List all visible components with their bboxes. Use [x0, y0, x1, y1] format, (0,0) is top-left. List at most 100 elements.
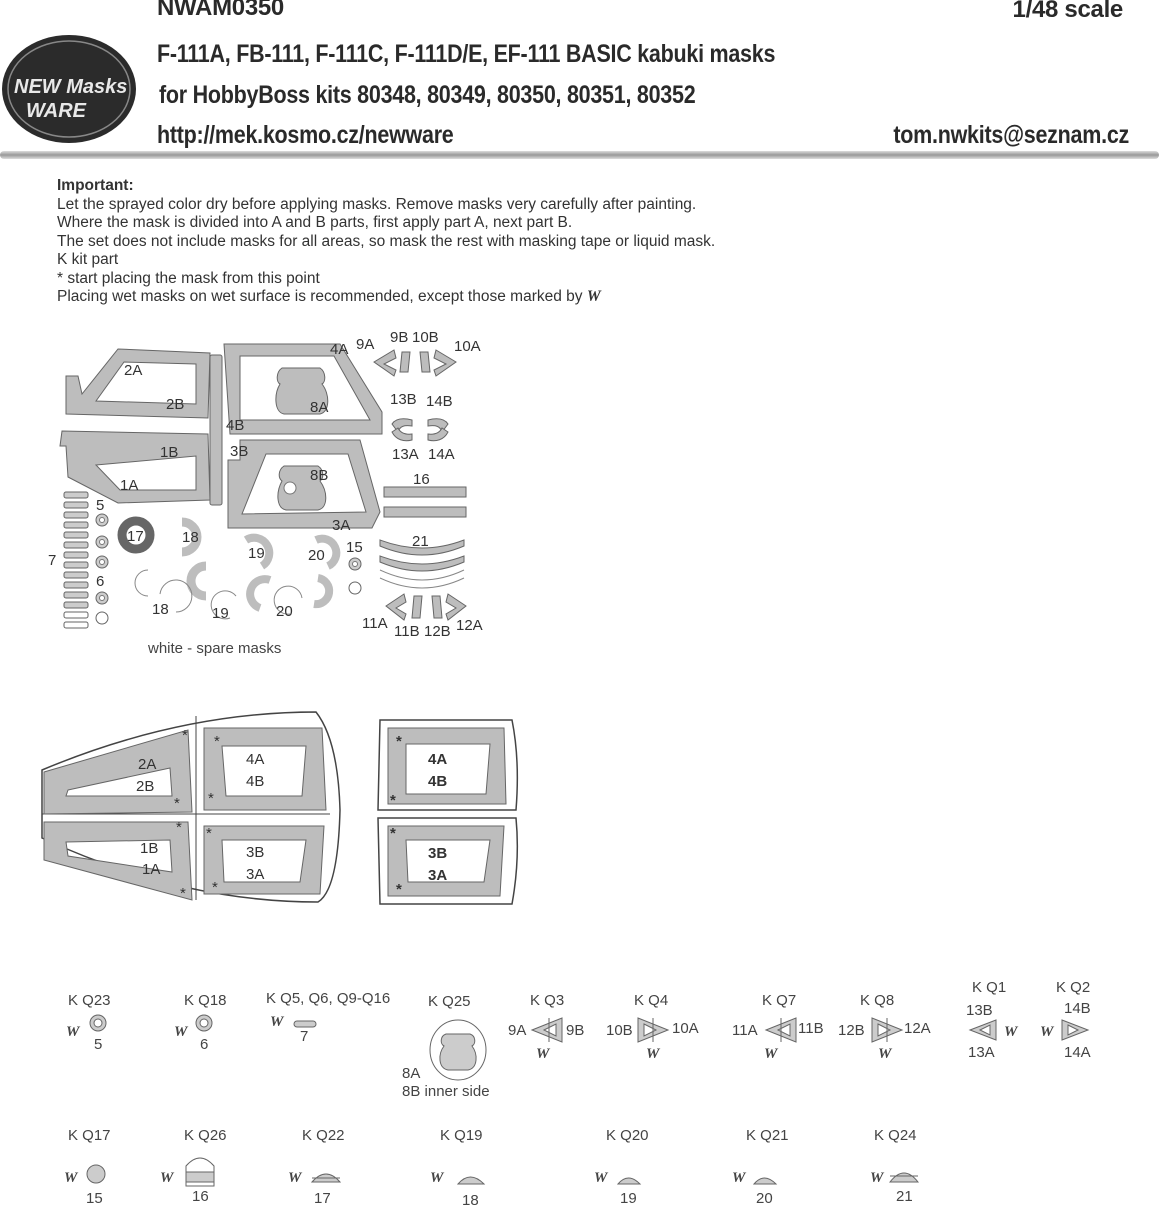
mask-9b — [399, 351, 411, 373]
mask-2-frame — [65, 348, 211, 419]
svg-text:2A: 2A — [124, 362, 142, 379]
product-code: NWAM0350 — [157, 0, 284, 21]
mask-8b — [277, 465, 327, 511]
mask-12b — [431, 595, 443, 619]
mask-21-b — [379, 555, 465, 572]
notes-heading: Important: — [57, 177, 134, 194]
svg-text:1B: 1B — [160, 444, 178, 461]
kit-part-label: K Q2 — [1056, 979, 1091, 996]
scale-label: 1/48 scale — [1012, 0, 1124, 23]
note-line: The set does not include masks for all a… — [57, 232, 716, 250]
kit-part-label: K Q8 — [860, 992, 895, 1009]
mask-11a — [385, 593, 407, 621]
kit-part-label: K Q25 — [428, 993, 471, 1010]
svg-text:10B: 10B — [412, 329, 439, 346]
svg-text:20: 20 — [276, 603, 293, 620]
svg-text:5: 5 — [96, 497, 104, 514]
mask-14a — [427, 427, 449, 442]
w-symbol-icon: W — [870, 1170, 884, 1186]
newware-logo: NEW Masks WARE — [2, 35, 136, 143]
kit-part-label: K Q3 — [530, 992, 565, 1009]
mask-18-ring — [181, 517, 202, 557]
svg-text:6: 6 — [96, 573, 104, 590]
svg-text:4B: 4B — [428, 773, 447, 790]
w-symbol-icon: W — [1040, 1024, 1054, 1040]
title-line-1: F-111A, FB-111, F-111C, F-111D/E, EF-111… — [157, 40, 776, 68]
mask-number: 11B — [798, 1020, 824, 1037]
svg-text:9A: 9A — [356, 336, 374, 353]
svg-text:3A: 3A — [246, 866, 264, 883]
w-symbol-icon: W — [288, 1170, 302, 1186]
contact-email[interactable]: tom.nwkits@seznam.cz — [893, 121, 1129, 149]
svg-text:3B: 3B — [428, 845, 447, 862]
mask-8a — [275, 367, 329, 415]
svg-text:2A: 2A — [138, 756, 156, 773]
website-url[interactable]: http://mek.kosmo.cz/newware — [157, 121, 454, 149]
svg-text:*: * — [206, 825, 212, 842]
mask-number: 20 — [756, 1190, 773, 1207]
svg-text:*: * — [208, 790, 214, 807]
svg-text:3B: 3B — [246, 844, 264, 861]
mask-number: 13A — [968, 1044, 995, 1061]
svg-text:*: * — [212, 879, 218, 896]
mask-number: 5 — [94, 1036, 103, 1053]
note-line: Placing wet masks on wet surface is reco… — [57, 288, 601, 305]
mask-12a — [445, 593, 467, 621]
mask-3-frame — [227, 439, 381, 529]
mask-strip — [209, 354, 223, 506]
svg-text:21: 21 — [412, 533, 429, 550]
svg-text:4B: 4B — [226, 417, 244, 434]
svg-text:7: 7 — [48, 552, 56, 569]
mask-16-b — [383, 506, 467, 518]
mask-number: 12B — [838, 1022, 865, 1039]
svg-text:12B: 12B — [424, 623, 451, 640]
kit-part-label: K Q17 — [68, 1127, 111, 1144]
kit-part-label: K Q22 — [302, 1127, 345, 1144]
note-line: K kit part — [57, 251, 119, 268]
mask-9a — [373, 349, 397, 377]
svg-text:12A: 12A — [456, 617, 483, 634]
title-line-2: for HobbyBoss kits 80348, 80349, 80350, … — [159, 81, 696, 109]
mask-number: 15 — [86, 1190, 103, 1207]
mask-number: 13B — [966, 1002, 993, 1019]
mask-17-ring — [117, 516, 155, 554]
svg-text:*: * — [214, 733, 220, 750]
mask-19b-ring — [246, 575, 272, 612]
svg-text:*: * — [174, 795, 180, 812]
mask-4-frame — [223, 343, 383, 435]
svg-text:19: 19 — [212, 605, 229, 622]
mask-19-ring — [243, 533, 274, 570]
w-symbol-icon: W — [430, 1170, 444, 1186]
svg-text:18: 18 — [182, 529, 199, 546]
kit-part-label: K Q4 — [634, 992, 669, 1009]
svg-text:2B: 2B — [166, 396, 184, 413]
kit-part-label: K Q24 — [874, 1127, 917, 1144]
svg-text:*: * — [180, 885, 186, 902]
svg-text:*: * — [390, 825, 396, 842]
w-symbol-icon: W — [160, 1170, 174, 1186]
svg-text:4A: 4A — [330, 341, 348, 358]
svg-text:11B: 11B — [394, 623, 420, 640]
svg-text:1B: 1B — [140, 840, 158, 857]
w-symbol-icon: W — [594, 1170, 608, 1186]
svg-text:1A: 1A — [142, 861, 160, 878]
mask-number: 8A — [402, 1065, 421, 1082]
canopy-placement-left: 2A 2B 4A 4B 1B 1A 3B 3A ** ** ** ** — [41, 711, 341, 903]
svg-text:16: 16 — [413, 471, 430, 488]
w-symbol-icon: W — [732, 1170, 746, 1186]
svg-text:4B: 4B — [246, 773, 264, 790]
kit-part-label: K Q1 — [972, 979, 1007, 996]
logo-text-1: NEW Masks — [14, 76, 127, 98]
mask-number: 16 — [192, 1188, 209, 1205]
kit-part-label: K Q26 — [184, 1127, 227, 1144]
svg-text:*: * — [182, 727, 188, 744]
svg-text:*: * — [396, 881, 402, 898]
mask-number: 18 — [462, 1192, 479, 1209]
mask-20-ring — [314, 534, 341, 570]
kit-part-label: K Q23 — [68, 992, 111, 1009]
w-symbol-icon: W — [646, 1046, 660, 1062]
svg-text:13B: 13B — [390, 391, 417, 408]
w-symbol-icon: W — [764, 1046, 778, 1062]
svg-text:3B: 3B — [230, 443, 248, 460]
mask-number: 6 — [200, 1036, 209, 1053]
